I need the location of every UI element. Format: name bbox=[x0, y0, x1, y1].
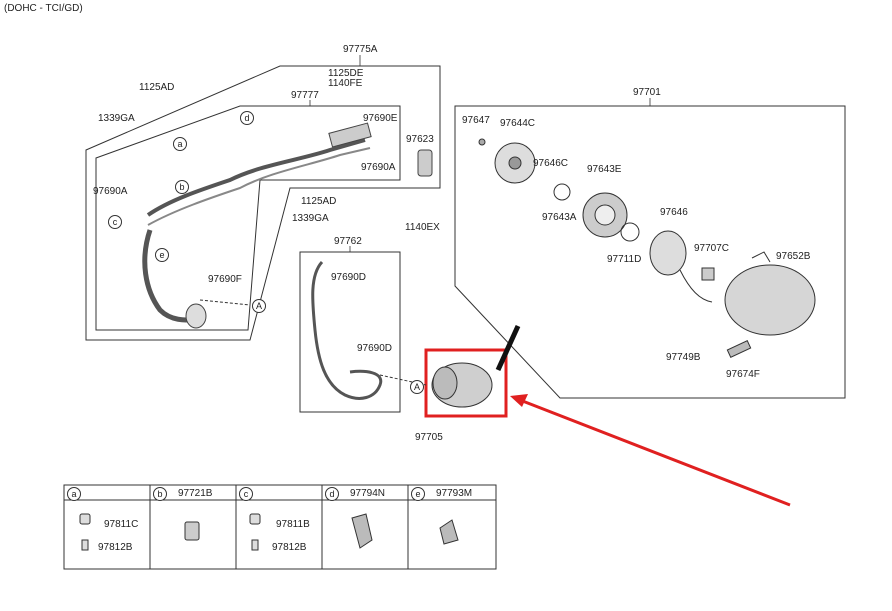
label-97690F: 97690F bbox=[208, 274, 242, 285]
label-97777: 97777 bbox=[291, 90, 319, 101]
label-97652B: 97652B bbox=[776, 251, 811, 262]
callout-b: b bbox=[175, 180, 189, 194]
label-97707C: 97707C bbox=[694, 243, 730, 254]
label-97690A-right: 97690A bbox=[361, 162, 396, 173]
callout-A-left: A bbox=[252, 299, 266, 313]
pointer-black bbox=[495, 324, 521, 372]
label-97690A-left: 97690A bbox=[93, 186, 128, 197]
callout-d: d bbox=[240, 111, 254, 125]
legend-key-c: c bbox=[239, 487, 253, 501]
label-97762: 97762 bbox=[334, 236, 362, 247]
coil bbox=[649, 230, 687, 276]
callout-c: c bbox=[108, 215, 122, 229]
legend-c-part-2: 97812B bbox=[272, 542, 307, 553]
hose-frame bbox=[95, 105, 401, 331]
label-1125AD-top: 1125AD bbox=[139, 82, 175, 93]
legend-a-part-1: 97811C bbox=[104, 519, 139, 530]
label-1339GA-mid: 1339GA bbox=[292, 213, 329, 224]
callout-A-right: A bbox=[410, 380, 424, 394]
label-97711D: 97711D bbox=[607, 254, 642, 265]
label-1125AD-mid: 1125AD bbox=[301, 196, 337, 207]
legend-c-part-1: 97811B bbox=[276, 519, 310, 530]
legend-key-b: b bbox=[153, 487, 167, 501]
snap-ring bbox=[553, 183, 571, 201]
legend-key-d: d bbox=[325, 487, 339, 501]
label-97646C: 97646C bbox=[533, 158, 569, 169]
seal-97707C bbox=[701, 267, 715, 281]
label-97674F: 97674F bbox=[726, 369, 760, 380]
muffler bbox=[185, 303, 207, 329]
label-97644C: 97644C bbox=[500, 118, 536, 129]
bolt-97647 bbox=[478, 138, 486, 146]
bracket-97652B bbox=[751, 251, 771, 263]
label-1140FE: 1140FE bbox=[328, 78, 363, 89]
label-97623: 97623 bbox=[406, 134, 434, 145]
label-97647: 97647 bbox=[462, 115, 490, 126]
legend-title-b: 97721B bbox=[178, 488, 213, 499]
label-97643E: 97643E bbox=[587, 164, 622, 175]
legend-title-e: 97793M bbox=[436, 488, 473, 499]
compressor-main bbox=[724, 264, 816, 336]
legend-a-part-2: 97812B bbox=[98, 542, 133, 553]
callout-e: e bbox=[155, 248, 169, 262]
label-97749B: 97749B bbox=[666, 352, 701, 363]
pipe-line bbox=[311, 260, 383, 400]
label-97705: 97705 bbox=[415, 432, 443, 443]
hose-line-upper bbox=[146, 138, 366, 217]
label-1339GA-left: 1339GA bbox=[98, 113, 135, 124]
compressor-frame bbox=[454, 105, 846, 399]
callout-a: a bbox=[173, 137, 187, 151]
label-97690E: 97690E bbox=[363, 113, 398, 124]
label-97701: 97701 bbox=[633, 87, 661, 98]
hose-bracket bbox=[328, 122, 372, 148]
label-97646: 97646 bbox=[660, 207, 688, 218]
legend-key-e: e bbox=[411, 487, 425, 501]
label-97775A: 97775A bbox=[343, 44, 378, 55]
legend-table bbox=[63, 484, 497, 570]
hose-assy-frame bbox=[85, 65, 441, 341]
legend-title-d: 97794N bbox=[350, 488, 386, 499]
highlight-box bbox=[424, 348, 508, 418]
valve-97623 bbox=[417, 149, 433, 177]
red-arrow bbox=[519, 398, 791, 507]
engine-label: (DOHC - TCI/GD) bbox=[4, 3, 83, 14]
legend-key-a: a bbox=[67, 487, 81, 501]
label-97690D-top: 97690D bbox=[331, 272, 367, 283]
label-1140EX: 1140EX bbox=[405, 222, 440, 233]
hose-line-lower bbox=[147, 147, 371, 226]
label-97643A: 97643A bbox=[542, 212, 577, 223]
switch-97674F bbox=[726, 340, 752, 358]
label-1125DE: 1125DE bbox=[328, 68, 364, 79]
ring-97711D bbox=[620, 222, 640, 242]
label-97690D-mid: 97690D bbox=[357, 343, 393, 354]
hose-line-suction bbox=[142, 229, 201, 323]
